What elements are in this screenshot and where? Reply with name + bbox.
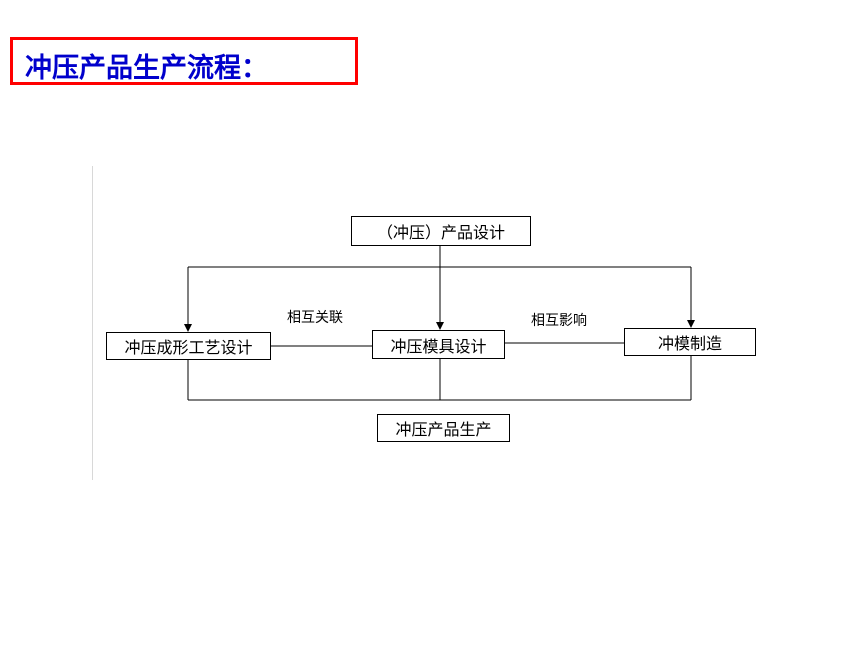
relation-label-left: 相互关联: [287, 310, 343, 326]
relation-label-right: 相互影响: [531, 313, 587, 329]
node-production: 冲压产品生产: [377, 414, 510, 442]
node-die-design: 冲压模具设计: [372, 330, 505, 359]
node-product-design: （冲压）产品设计: [351, 216, 531, 246]
page-title: 冲压产品生产流程：: [25, 53, 268, 84]
node-die-manufacturing: 冲模制造: [624, 328, 756, 356]
node-forming-process-design: 冲压成形工艺设计: [106, 332, 271, 360]
title-frame: 冲压产品生产流程：: [10, 37, 358, 85]
left-divider: [92, 166, 93, 480]
